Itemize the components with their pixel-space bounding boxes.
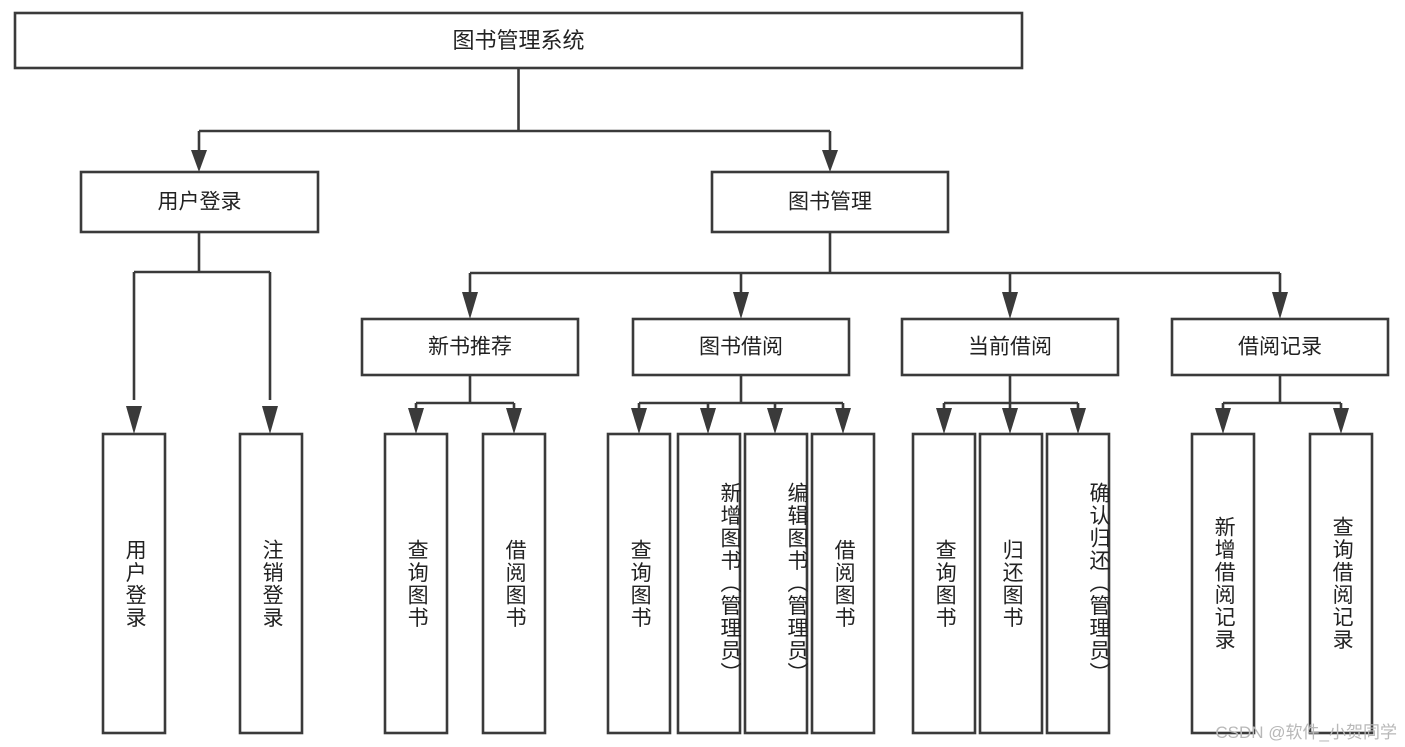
- leaf-user-logout-box[interactable]: [238, 432, 304, 735]
- arrowhead-leaf-borrow-add: [700, 408, 716, 434]
- node-borrow-record-label: 借阅记录: [1238, 336, 1322, 359]
- leaf-borrow-lend-box[interactable]: [810, 432, 876, 735]
- arrowhead-leaf-borrow-edit: [767, 408, 783, 434]
- arrowhead-leaf-borrow-lend: [835, 408, 851, 434]
- arrowhead-leaf-cur-query: [936, 408, 952, 434]
- node-new-book-rec[interactable]: 新书推荐: [360, 317, 580, 377]
- leaf-cur-confirm-box[interactable]: [1045, 432, 1111, 735]
- arrowhead-current-borrow: [1002, 292, 1018, 319]
- csdn-watermark: CSDN @软件_小贺同学: [1215, 723, 1397, 742]
- node-root-label: 图书管理系统: [452, 28, 584, 53]
- arrowhead-borrow-record: [1272, 292, 1288, 319]
- node-borrow-record[interactable]: 借阅记录: [1170, 317, 1390, 377]
- leaf-rec-query2-box[interactable]: [1308, 432, 1374, 735]
- node-borrow-record-box[interactable]: [1170, 317, 1390, 377]
- node-book-borrow-box[interactable]: [631, 317, 851, 377]
- node-root[interactable]: 图书管理系统: [13, 11, 1024, 70]
- leaf-borrow-add-box[interactable]: [676, 432, 742, 735]
- arrowhead-book-manage: [822, 150, 838, 172]
- leaf-rec-add-box[interactable]: [1190, 432, 1256, 735]
- arrowhead-leaf-rec-borrow: [506, 408, 522, 434]
- arrowhead-leaf-cur-return: [1002, 408, 1018, 434]
- node-book-manage-box[interactable]: [710, 170, 950, 234]
- leaf-cur-query-box[interactable]: [911, 432, 977, 735]
- leaf-box-layer: [101, 432, 1374, 735]
- arrowhead-book-borrow: [733, 292, 749, 319]
- leaf-borrow-edit-box[interactable]: [743, 432, 809, 735]
- node-new-book-rec-box[interactable]: [360, 317, 580, 377]
- leaf-user-login-box[interactable]: [101, 432, 167, 735]
- node-book-manage-label: 图书管理: [788, 191, 872, 214]
- arrowhead-user-login: [191, 150, 207, 172]
- arrowhead-leaf-rec-add: [1215, 408, 1231, 434]
- node-book-manage[interactable]: 图书管理: [710, 170, 950, 234]
- node-book-borrow-label: 图书借阅: [699, 336, 783, 359]
- node-root-box[interactable]: [13, 11, 1024, 70]
- arrowhead-leaf-rec-query: [408, 408, 424, 434]
- connector-layer: [126, 68, 1349, 434]
- arrowhead-leaf-rec-query2: [1333, 408, 1349, 434]
- leaf-cur-return-box[interactable]: [978, 432, 1044, 735]
- node-current-borrow-label: 当前借阅: [968, 336, 1052, 359]
- arrowhead-leaf-user-login: [126, 406, 142, 434]
- leaf-rec-query-box[interactable]: [383, 432, 449, 735]
- node-current-borrow[interactable]: 当前借阅: [900, 317, 1120, 377]
- leaf-rec-borrow-box[interactable]: [481, 432, 547, 735]
- node-new-book-rec-label: 新书推荐: [428, 336, 512, 359]
- node-current-borrow-box[interactable]: [900, 317, 1120, 377]
- arrowhead-leaf-cur-confirm: [1070, 408, 1086, 434]
- node-user-login[interactable]: 用户登录: [79, 170, 320, 234]
- arrowhead-leaf-borrow-query: [631, 408, 647, 434]
- node-user-login-box[interactable]: [79, 170, 320, 234]
- node-user-login-label: 用户登录: [158, 191, 242, 214]
- arrowhead-leaf-user-logout: [262, 406, 278, 434]
- node-book-borrow[interactable]: 图书借阅: [631, 317, 851, 377]
- arrowhead-new-book-rec: [462, 292, 478, 319]
- leaf-borrow-query-box[interactable]: [606, 432, 672, 735]
